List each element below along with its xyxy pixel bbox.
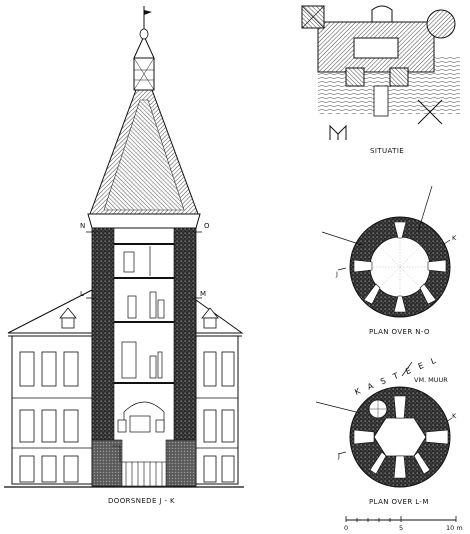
- plan-n-o-mark-j: J: [335, 270, 338, 278]
- spire-truss: [103, 99, 185, 211]
- mark-l: L: [80, 290, 84, 298]
- scale-tick-10: 10 m: [446, 524, 463, 532]
- north-cross: [417, 99, 443, 125]
- plan-l-m-mark-k: K: [452, 412, 457, 420]
- left-wing-windows: [12, 351, 92, 483]
- plan-l-m-title: PLAN OVER L-M: [369, 498, 429, 506]
- situation-tower-ne: [426, 9, 456, 39]
- plan-n-o-mark-k: K: [452, 234, 457, 242]
- tower-floors: [114, 243, 174, 384]
- plan-n-o: J K PLAN OVER N-O: [321, 185, 457, 336]
- tower-base-left: [91, 439, 123, 487]
- dormers: [59, 307, 219, 329]
- tower-floor-details: [117, 246, 165, 433]
- plan-l-m-openings: [353, 395, 449, 479]
- scale-bar: 0 5 10 m: [344, 516, 463, 532]
- tower-base-right: [165, 439, 197, 487]
- mark-o: O: [204, 222, 210, 230]
- section-title: DOORSNEDE J - K: [108, 497, 175, 505]
- plan-l-m-mark-j: J: [337, 452, 340, 460]
- section-drawing: N O L M DOORSNEDE J - K: [4, 6, 244, 505]
- plan-n-o-openings: [353, 221, 447, 313]
- gate-steps: [112, 445, 167, 487]
- plan-n-o-title: PLAN OVER N-O: [369, 328, 430, 336]
- plan-l-m: K A S T E E L VM. MUUR J K PLAN OVER L-M: [315, 355, 457, 506]
- weather-vane: [144, 10, 152, 15]
- bridge-symbol: [329, 124, 347, 140]
- spire-base: [87, 213, 201, 229]
- situation-title: SITUATIE: [370, 147, 404, 155]
- mark-m: M: [200, 290, 206, 298]
- lantern-cap: [133, 34, 155, 59]
- scale-tick-5: 5: [399, 524, 403, 532]
- vm-muur-label: VM. MUUR: [414, 376, 448, 384]
- scale-tick-0: 0: [344, 524, 348, 532]
- situation-plan: SITUATIE: [301, 5, 460, 155]
- mark-n: N: [80, 222, 86, 230]
- right-wing-windows: [196, 351, 238, 483]
